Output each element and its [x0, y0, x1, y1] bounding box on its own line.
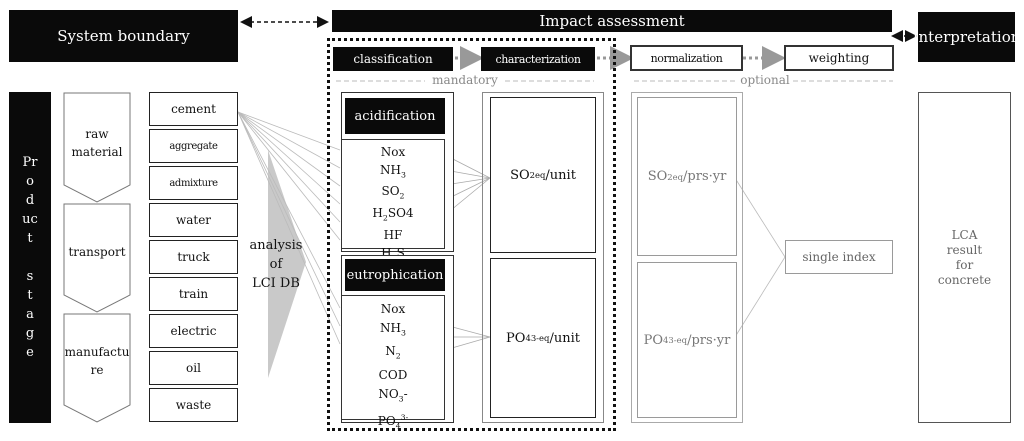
substance-so2: SO2 [381, 184, 405, 201]
transport-chevron [63, 203, 131, 313]
substance-h2so4: H2SO4 [372, 206, 414, 223]
acidification-title: acidification [345, 98, 445, 134]
raw-material-label: raw material [71, 127, 123, 159]
substance-cod: COD [378, 367, 408, 382]
input-admixture: admixture [149, 166, 238, 200]
single-index-box: single index [785, 240, 893, 274]
substance-nox: Nox [380, 145, 406, 159]
input-cement: cement [149, 92, 238, 126]
classification-step: classification [333, 47, 453, 71]
system-boundary-header: System boundary [9, 10, 238, 62]
mandatory-label: mandatory [432, 73, 498, 87]
lca-result-box: LCA result for concrete [918, 92, 1011, 423]
input-truck: truck [149, 240, 238, 274]
raw-material-chevron [63, 92, 131, 203]
cement-to-substance-lines [237, 111, 341, 345]
manufacture-label: manufactu re [64, 345, 130, 377]
analysis-label: analysis of LCI DB [249, 238, 303, 291]
impact-assessment-header: Impact assessment [332, 10, 892, 32]
characterization-column [482, 92, 604, 423]
substance-no3: NO3- [378, 386, 408, 404]
eutrophication-title: eutrophication [345, 259, 445, 291]
input-aggregate: aggregate [149, 129, 238, 163]
input-oil: oil [149, 351, 238, 385]
optional-label: optional [740, 73, 790, 87]
normalization-to-index-lines [734, 177, 786, 338]
characterization-step: characterization [481, 47, 595, 71]
manufacture-chevron [63, 313, 131, 423]
eutrophication-substances: Nox NH3 N2 COD NO3- PO43- [341, 295, 445, 431]
input-waste: waste [149, 388, 238, 422]
substance-nh3: NH3 [380, 321, 406, 338]
transport-label: transport [68, 245, 126, 259]
input-electric: electric [149, 314, 238, 348]
input-train: train [149, 277, 238, 311]
substance-hf: HF [383, 228, 403, 243]
analysis-arrow-shape [268, 150, 306, 378]
weighting-step: weighting [784, 45, 894, 71]
mandatory-boundary [327, 38, 616, 431]
substance-n2: N2 [385, 344, 401, 361]
substance-nh3: NH3 [380, 162, 406, 179]
interpretation-header: Interpretation [913, 12, 1020, 62]
acidification-substances: Nox NH3 SO2 H2SO4 HF H2S [341, 139, 445, 262]
substance-nox: Nox [380, 302, 406, 316]
normalization-column [631, 92, 743, 423]
product-stage-label: Pr o d uc t s t a g e [9, 92, 51, 423]
normalization-step: normalization [630, 45, 743, 71]
input-water: water [149, 203, 238, 237]
substance-po4: PO43- [377, 413, 409, 431]
